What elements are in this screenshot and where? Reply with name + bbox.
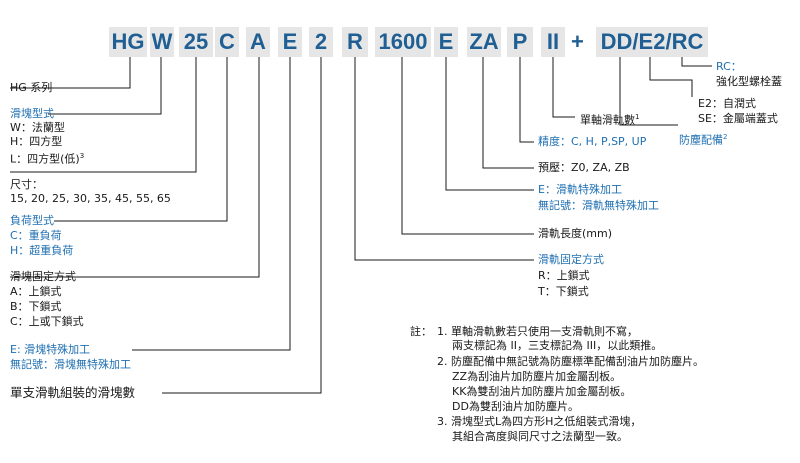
leader-rails: [552, 57, 575, 118]
label-size-values: 15, 20, 25, 30, 35, 45, 55, 65: [10, 192, 171, 205]
note-2d: DD為雙刮油片加防塵片。: [452, 400, 579, 413]
code-box-za: ZA: [467, 27, 501, 57]
label-rail-fix-r: R：上鎖式: [538, 269, 590, 282]
label-rails: 單軸滑軌數1: [580, 113, 640, 127]
leader-precision: [519, 57, 534, 143]
leader-fix: [10, 57, 260, 278]
code-box-w: W: [150, 27, 174, 57]
code-box-dust: DD/E2/RC: [596, 27, 708, 57]
code-box-rail-e: E: [434, 27, 458, 57]
label-load-h: H：超重負荷: [10, 244, 74, 257]
label-preload: 預壓：Z0, ZA, ZB: [538, 161, 630, 174]
label-block-type-w: W：法蘭型: [10, 121, 65, 134]
label-block-type-h: H：四方型: [10, 135, 63, 148]
code-box-2: 2: [309, 27, 333, 57]
code-box-1600: 1600: [375, 27, 431, 57]
code-box-p: P: [507, 27, 533, 57]
label-rc-code: RC：: [716, 60, 742, 73]
note-2a: 2. 防塵配備中無記號為防塵標準配備刮油片加防塵片。: [437, 355, 704, 368]
leader-preload: [482, 57, 534, 169]
code-plus: +: [571, 29, 584, 54]
label-rail-fix-title: 滑軌固定方式: [538, 253, 604, 266]
note-1a: 1. 單軸滑軌數若只使用一支滑軌則不寫，: [437, 325, 638, 338]
label-rail-special-none: 無記號：滑軌無特殊加工: [538, 199, 659, 212]
note-2b: ZZ為刮油片加防塵片加金屬刮板。: [452, 370, 622, 383]
label-rail-special-e: E：滑軌特殊加工: [538, 183, 622, 196]
label-size-title: 尺寸：: [10, 178, 43, 191]
leader-length: [401, 57, 534, 235]
leader-block-special: [132, 57, 291, 351]
label-block-special-none: 無記號：滑塊無特殊加工: [10, 358, 131, 371]
leader-rail-special: [445, 57, 534, 191]
label-fix-b: B：下鎖式: [10, 300, 62, 313]
code-box-e: E: [278, 27, 302, 57]
label-series: HG 系列: [10, 81, 53, 94]
leader-series: [10, 57, 131, 89]
label-fix-c: C：上或下鎖式: [10, 315, 84, 328]
note-2c: KK為雙刮油片加防塵片加金屬刮板。: [452, 385, 632, 398]
label-length: 滑軌長度(mm): [538, 227, 613, 240]
label-rail-fix-t: T：下鎖式: [538, 285, 589, 298]
label-load-title: 負荷型式: [10, 214, 54, 227]
label-rc-desc: 強化型螺栓蓋: [716, 75, 782, 88]
leader-dust: [619, 57, 678, 126]
note-3b: 其組合高度與同尺寸之法蘭型一致。: [452, 430, 628, 443]
label-precision: 精度：C, H, P,SP, UP: [538, 135, 647, 148]
notes-prefix: 註：: [410, 325, 432, 338]
label-e2: E2：自潤式: [698, 97, 756, 110]
label-block-type-title: 滑塊型式: [10, 107, 54, 120]
note-3a: 3. 滑塊型式L為四方形H之低組裝式滑塊，: [437, 415, 642, 428]
label-block-count: 單支滑軌組裝的滑塊數: [10, 385, 136, 400]
code-box-25: 25: [179, 27, 213, 57]
label-block-special-e: E: 滑塊特殊加工: [10, 343, 91, 356]
label-fix-a: A：上鎖式: [10, 285, 62, 298]
leader-e2: [649, 57, 693, 97]
note-1b: 兩支標記為 II，三支標記為 III，以此類推。: [452, 339, 663, 352]
leader-load: [54, 57, 228, 222]
label-load-c: C：重負荷: [10, 229, 62, 242]
code-box-r: R: [342, 27, 368, 57]
code-box-c: C: [215, 27, 239, 57]
code-box-a: A: [246, 27, 270, 57]
label-se: SE：金屬端蓋式: [698, 112, 778, 125]
label-block-type-l: L：四方型(低)3: [10, 152, 85, 166]
leader-size: [10, 57, 197, 173]
leader-count: [162, 57, 322, 394]
code-box-hg: HG: [109, 27, 147, 57]
code-box-ii: II: [541, 27, 565, 57]
label-dust: 防塵配備2: [679, 133, 728, 147]
leader-rail-fix: [354, 57, 534, 261]
label-fix-title: 滑塊固定方式: [10, 270, 76, 283]
leader-rc: [681, 57, 712, 67]
leader-block-type: [48, 57, 162, 115]
